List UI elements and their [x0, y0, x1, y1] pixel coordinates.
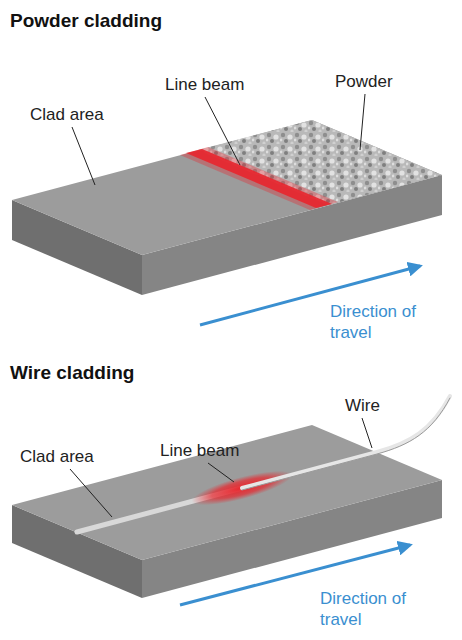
direction-label: Direction of travel	[330, 301, 430, 343]
powder-plate	[12, 120, 442, 295]
part-label: Clad area	[20, 446, 94, 467]
direction-label: Direction of travel	[320, 588, 420, 630]
leader-lines	[70, 418, 372, 517]
part-label: Line beam	[165, 74, 244, 95]
panel-title: Wire cladding	[10, 362, 134, 383]
part-label: Line beam	[160, 440, 239, 461]
leader-lines	[72, 94, 365, 185]
wire-plate	[12, 396, 450, 598]
part-label: Powder	[335, 71, 393, 92]
part-label: Clad area	[30, 104, 104, 125]
panel-title: Powder cladding	[10, 10, 162, 31]
part-label: Wire	[345, 395, 380, 416]
